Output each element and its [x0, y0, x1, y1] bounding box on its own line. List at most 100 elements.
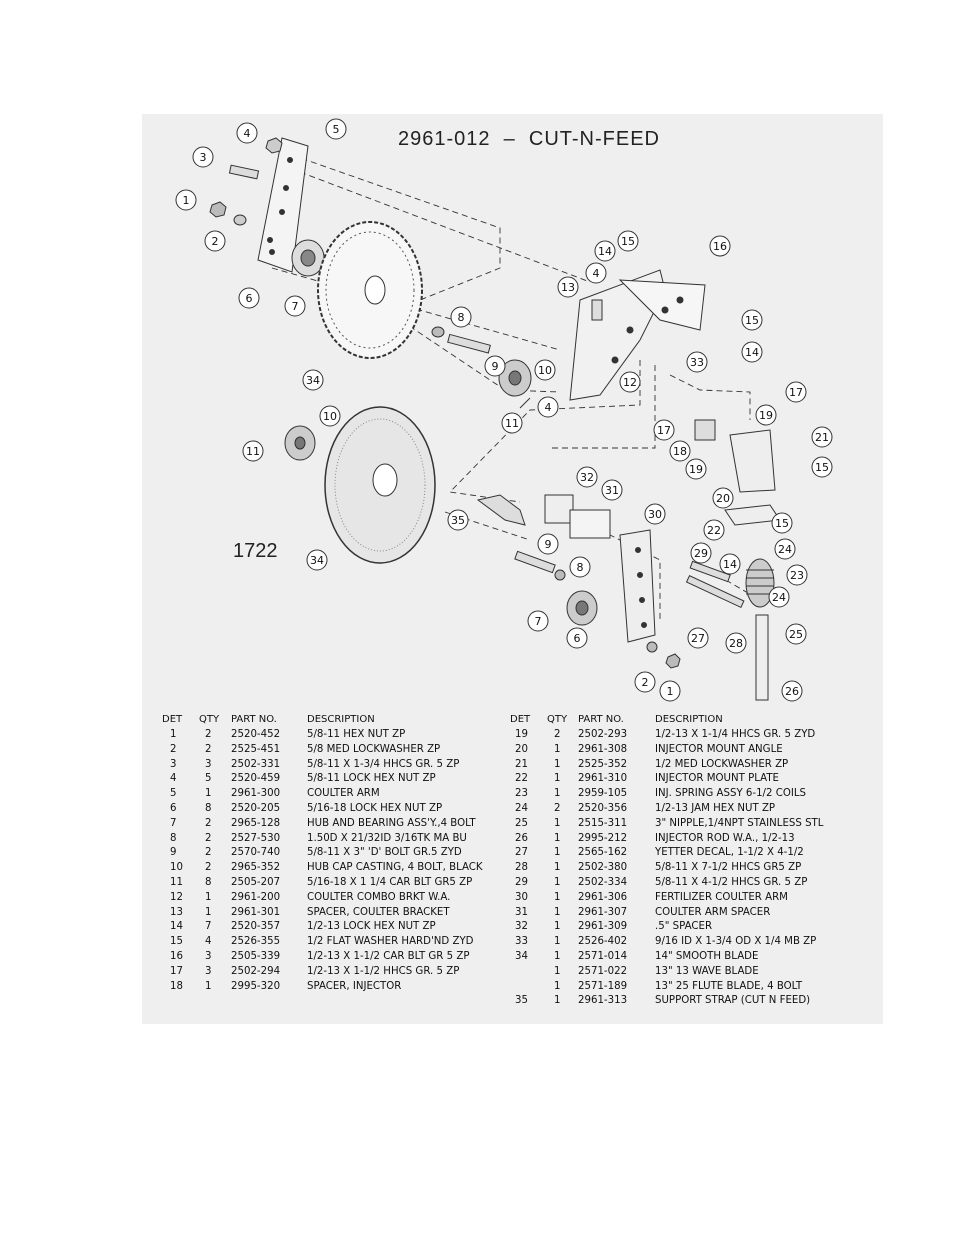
callout-3: 3 — [192, 146, 214, 168]
det-cell: 7 — [170, 817, 177, 829]
svg-text:2: 2 — [212, 235, 219, 248]
part-no-cell: 2961-308 — [578, 743, 628, 755]
part-no-cell: 2961-301 — [231, 906, 281, 918]
qty-cell: 1 — [554, 743, 561, 755]
part-no-cell: 2502-293 — [578, 729, 628, 740]
part-no-cell: 2527-530 — [231, 832, 281, 844]
callout-10b: 10 — [319, 405, 341, 427]
callout-27: 27 — [687, 627, 709, 649]
svg-text:14: 14 — [723, 558, 737, 571]
det-cell: 27 — [515, 847, 528, 859]
callout-4b: 4 — [537, 396, 559, 418]
description-cell: FERTILIZER COULTER ARM — [655, 891, 788, 903]
svg-text:8: 8 — [577, 561, 584, 574]
svg-text:10: 10 — [323, 410, 337, 423]
spacer-part — [694, 419, 716, 441]
svg-text:28: 28 — [729, 637, 743, 650]
washer-part — [431, 326, 445, 338]
callout-34b: 34 — [306, 549, 328, 571]
det-cell: 22 — [515, 773, 528, 785]
part-no-cell: 2965-128 — [231, 817, 281, 829]
qty-cell: 1 — [554, 995, 561, 1007]
qty-cell: 1 — [554, 921, 561, 933]
description-cell: 5/8 MED LOCKWASHER ZP — [307, 743, 441, 755]
qty-cell: 3 — [205, 951, 212, 962]
callout-29: 29 — [690, 542, 712, 564]
part-no-cell: 2505-207 — [231, 877, 281, 888]
callout-30: 30 — [644, 503, 666, 525]
leader-line — [449, 360, 641, 503]
part-no-cell: 2571-189 — [578, 980, 628, 992]
description-cell: 13" 25 FLUTE BLADE, 4 BOLT — [655, 980, 803, 992]
description-cell: HUB AND BEARING ASS'Y.,4 BOLT — [307, 817, 476, 829]
part-no-cell: 2995-320 — [231, 980, 281, 992]
det-cell: 26 — [515, 832, 528, 844]
det-cell: 11 — [170, 877, 183, 888]
qty-cell: 5 — [205, 773, 212, 785]
leader-line — [552, 365, 656, 449]
det-cell: 24 — [515, 803, 528, 814]
qty-cell: 2 — [205, 729, 212, 740]
callout-20: 20 — [712, 487, 734, 509]
callout-7b: 7 — [527, 610, 549, 632]
svg-text:22: 22 — [707, 524, 721, 537]
part-no-cell: 2961-307 — [578, 906, 628, 918]
callout-14b: 14 — [741, 341, 763, 363]
det-cell: 19 — [515, 729, 528, 740]
svg-text:19: 19 — [689, 463, 703, 476]
det-cell: 15 — [170, 936, 183, 948]
callout-11b: 11 — [242, 440, 264, 462]
description-cell: INJECTOR MOUNT ANGLE — [655, 743, 783, 755]
qty-cell: 1 — [205, 906, 212, 918]
svg-text:34: 34 — [306, 374, 320, 387]
det-cell: 30 — [515, 891, 528, 903]
qty-cell: 7 — [205, 921, 212, 933]
svg-text:10: 10 — [538, 364, 552, 377]
qty-cell: 1 — [554, 965, 561, 977]
svg-text:11: 11 — [505, 417, 519, 430]
part-no-cell: 2520-452 — [231, 729, 281, 740]
callout-9b: 9 — [537, 533, 559, 555]
callout-16: 16 — [709, 235, 731, 257]
svg-text:7: 7 — [535, 615, 542, 628]
spacer-part — [569, 509, 611, 539]
svg-text:24: 24 — [772, 591, 786, 604]
injector-rod — [755, 614, 769, 701]
callout-12: 12 — [619, 371, 641, 393]
svg-text:18: 18 — [673, 445, 687, 458]
part-no-cell: 2959-105 — [578, 788, 628, 800]
description-cell: INJ. SPRING ASSY 6-1/2 COILS — [655, 788, 806, 800]
part-no-cell: 2571-022 — [578, 965, 628, 977]
description-cell: 1/2-13 LOCK HEX NUT ZP — [307, 921, 436, 933]
d-bolt-part — [447, 333, 491, 354]
part-no-cell: 2520-356 — [578, 803, 628, 814]
qty-cell: 1 — [554, 788, 561, 800]
callout-10: 10 — [534, 359, 556, 381]
svg-text:7: 7 — [292, 300, 299, 313]
callout-17b: 17 — [653, 419, 675, 441]
det-cell: 13 — [170, 906, 183, 918]
det-cell: 29 — [515, 877, 528, 888]
svg-text:1: 1 — [183, 194, 190, 207]
qty-cell: 1 — [554, 877, 561, 888]
callout-28: 28 — [725, 632, 747, 654]
hex-nut-part — [265, 137, 283, 154]
svg-text:8: 8 — [458, 311, 465, 324]
det-cell: 9 — [170, 847, 177, 859]
description-cell: 5/8-11 LOCK HEX NUT ZP — [307, 773, 436, 785]
callout-15b: 15 — [741, 309, 763, 331]
d-bolt-part — [514, 550, 556, 574]
callout-11: 11 — [501, 412, 523, 434]
qty-cell: 1 — [554, 773, 561, 785]
description-cell: 14" SMOOTH BLADE — [655, 951, 759, 962]
callout-8: 8 — [450, 306, 472, 328]
det-cell: 3 — [170, 758, 177, 770]
det-cell: 6 — [170, 803, 177, 814]
part-no-cell: 2502-294 — [231, 965, 281, 977]
callout-14c: 14 — [719, 553, 741, 575]
callout-21: 21 — [811, 426, 833, 448]
svg-text:6: 6 — [574, 632, 581, 645]
svg-text:4: 4 — [593, 267, 600, 280]
drawing-title: 2961-012 – CUT-N-FEED — [398, 128, 660, 150]
callout-9: 9 — [484, 355, 506, 377]
